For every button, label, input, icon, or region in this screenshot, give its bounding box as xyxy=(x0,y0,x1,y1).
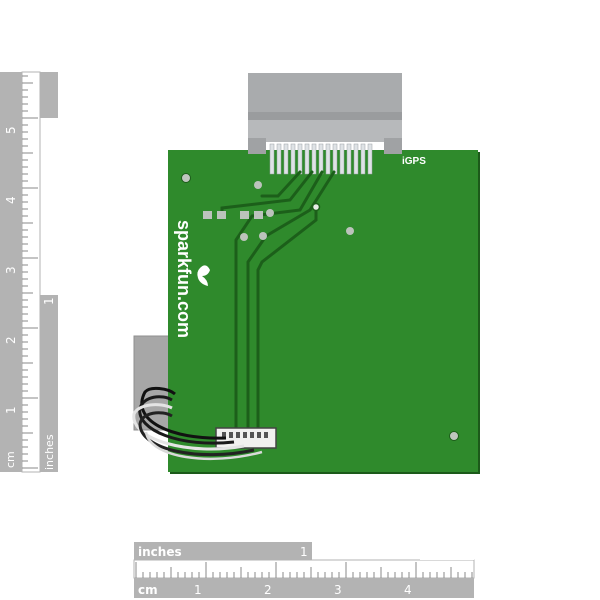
vertical-ruler: cm 1 2 3 4 5 inches 1 xyxy=(0,71,58,473)
cable-assembly xyxy=(132,386,277,461)
via-6 xyxy=(311,202,321,212)
connector-pin xyxy=(367,143,373,175)
vertical-cm-ruler-strip xyxy=(0,72,22,472)
connector-pin xyxy=(325,143,331,175)
ribbon-pin xyxy=(236,432,240,438)
horizontal-cm-tick-1: 1 xyxy=(194,583,202,597)
connector-pin xyxy=(339,143,345,175)
cable-wire-3 xyxy=(132,403,245,451)
ribbon-pin xyxy=(229,432,233,438)
horizontal-cm-tick-4: 4 xyxy=(404,583,412,597)
vertical-cm-tick-4: 4 xyxy=(4,196,18,204)
connector-ridge xyxy=(248,112,402,120)
connector-pin xyxy=(311,143,317,175)
cable-wire-1 xyxy=(140,386,227,440)
vertical-cm-tick-3: 3 xyxy=(4,266,18,274)
horizontal-cm-label: cm xyxy=(138,583,158,597)
vertical-inch-ruler-top xyxy=(40,72,58,118)
ribbon-pin xyxy=(264,432,268,438)
connector-pin xyxy=(304,143,310,175)
board-substrate xyxy=(168,150,478,472)
ribbon-connector-pins xyxy=(222,432,268,438)
connector-body-lower xyxy=(248,120,402,142)
horizontal-inch-ruler-end xyxy=(420,542,474,560)
sparkfun-flame-logo xyxy=(197,265,210,286)
ribbon-pin xyxy=(243,432,247,438)
ribbon-pin xyxy=(222,432,226,438)
horizontal-ruler: inches 1 cm 1 2 3 4 xyxy=(133,542,475,598)
dock-connector xyxy=(248,73,402,175)
cable-wire-2 xyxy=(138,395,235,445)
pcb-board: iGPS sparkfun.com xyxy=(132,73,480,474)
connector-pin xyxy=(332,143,338,175)
vertical-cm-tick-5: 5 xyxy=(4,126,18,134)
horizontal-inch-label: inches xyxy=(138,545,182,559)
smd-pad-1 xyxy=(203,211,212,219)
smd-pad-3 xyxy=(240,211,249,219)
trace-2 xyxy=(234,170,324,442)
via-2 xyxy=(266,209,274,217)
smd-pad-2 xyxy=(217,211,226,219)
connector-pin xyxy=(269,143,275,175)
trace-5 xyxy=(260,170,302,198)
mount-hole-top-left xyxy=(181,173,191,183)
via-1 xyxy=(254,181,262,189)
smd-pad-4 xyxy=(254,211,263,219)
connector-pin xyxy=(353,143,359,175)
connector-pin xyxy=(346,143,352,175)
vertical-inch-ruler-strip xyxy=(40,295,58,472)
vertical-cm-label: cm xyxy=(4,451,17,468)
cable-wire-5 xyxy=(144,431,263,461)
horizontal-cm-tick-3: 3 xyxy=(334,583,342,597)
horizontal-cm-ruler-strip xyxy=(134,578,474,598)
vertical-inch-label: inches xyxy=(43,434,56,470)
via-5 xyxy=(346,227,354,235)
vertical-inch-tick-1: 1 xyxy=(42,297,56,305)
pcb-pads xyxy=(181,173,459,441)
horizontal-inch-ruler-strip xyxy=(134,542,312,560)
horizontal-cm-tick-2: 2 xyxy=(264,583,272,597)
trace-4 xyxy=(256,206,318,442)
horizontal-ruler-ticks xyxy=(135,562,473,578)
connector-pin xyxy=(360,143,366,175)
via-3 xyxy=(240,233,248,241)
connector-left-clip xyxy=(248,138,266,154)
connector-pin xyxy=(297,143,303,175)
vertical-cm-tick-1: 1 xyxy=(4,406,18,414)
vertical-ruler-ticks xyxy=(22,75,38,469)
mount-hole-bottom-right xyxy=(449,431,459,441)
connector-pins xyxy=(269,143,373,175)
ribbon-pin xyxy=(257,432,261,438)
connector-right-clip xyxy=(384,138,402,154)
horizontal-inch-tick-1: 1 xyxy=(300,545,308,559)
ribbon-pin xyxy=(250,432,254,438)
connector-pin xyxy=(290,143,296,175)
cable-wire-4 xyxy=(138,411,255,457)
vertical-cm-tick-2: 2 xyxy=(4,336,18,344)
product-label: iGPS xyxy=(402,156,426,167)
via-4 xyxy=(259,232,267,240)
connector-pin xyxy=(283,143,289,175)
sparkfun-brand: sparkfun.com xyxy=(174,220,194,338)
connector-pin xyxy=(276,143,282,175)
connector-pin xyxy=(318,143,324,175)
